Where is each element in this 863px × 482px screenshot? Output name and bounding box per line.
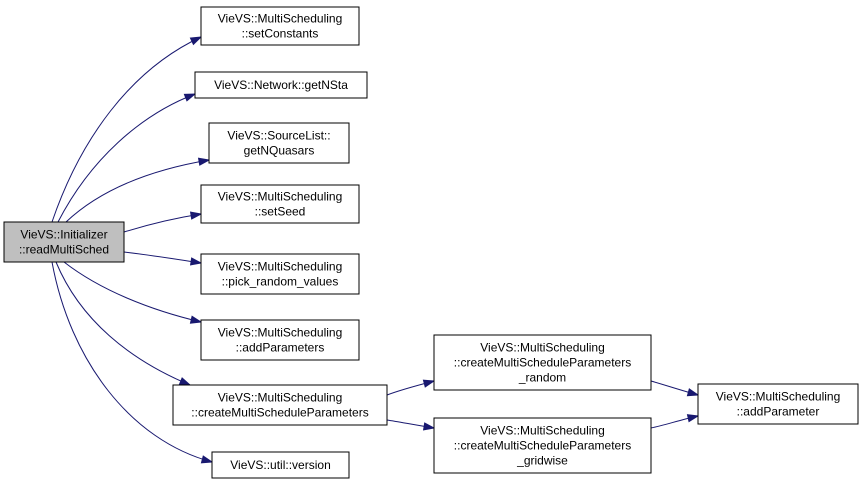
node-label-line: ::addParameters [236, 341, 325, 355]
arrowhead-icon [686, 414, 700, 423]
edge-line [123, 251, 202, 264]
node-createGridwise[interactable]: VieVS::MultiScheduling::createMultiSched… [433, 417, 652, 474]
edge-root-to-getNQuasars [65, 157, 211, 223]
node-label-line: ::pick_random_values [222, 275, 339, 289]
node-label-line: ::createMultiScheduleParameters [454, 439, 631, 453]
node-setConstants[interactable]: VieVS::MultiScheduling::setConstants [200, 6, 360, 46]
node-box [3, 221, 125, 263]
node-label-line: ::createMultiScheduleParameters [454, 356, 631, 370]
node-box [433, 417, 652, 474]
node-label-line: VieVS::MultiScheduling [218, 391, 343, 405]
node-label-line: VieVS::MultiScheduling [218, 260, 343, 274]
node-label-line: VieVS::MultiScheduling [218, 190, 343, 204]
node-box [211, 451, 350, 479]
node-label-line: ::readMultiSched [19, 243, 109, 257]
arrowhead-icon [183, 93, 197, 102]
edge-line [51, 36, 202, 223]
node-version[interactable]: VieVS::util::version [211, 451, 350, 479]
node-createRandom[interactable]: VieVS::MultiScheduling::createMultiSched… [433, 334, 652, 391]
edge-root-to-setConstants [51, 36, 203, 223]
edge-line [65, 159, 210, 223]
node-label-line: ::setSeed [255, 205, 306, 219]
node-addParameters[interactable]: VieVS::MultiScheduling::addParameters [200, 319, 360, 361]
edges-layer [51, 36, 700, 464]
arrowhead-icon [422, 379, 436, 388]
node-label-line: VieVS::MultiScheduling [480, 341, 605, 355]
edge-root-to-createMSP [55, 261, 192, 386]
edge-line [57, 93, 196, 223]
node-box [208, 122, 350, 164]
node-box [200, 253, 360, 295]
node-label-line: VieVS::SourceList:: [227, 129, 330, 143]
edge-line [63, 261, 202, 323]
arrowhead-icon [189, 211, 203, 220]
edge-createGridwise-to-addParameter [650, 414, 700, 429]
node-label-line: VieVS::Initializer [20, 228, 107, 242]
node-label-line: VieVS::MultiScheduling [218, 326, 343, 340]
edge-root-to-version [51, 261, 214, 464]
node-box [433, 334, 652, 391]
node-box [172, 384, 388, 426]
edge-root-to-getNSta [57, 93, 197, 223]
arrowhead-icon [422, 422, 436, 431]
node-label-line: _random [518, 371, 566, 385]
edge-root-to-pickRandom [123, 251, 203, 266]
nodes-layer: VieVS::Initializer::readMultiSchedVieVS:… [3, 6, 859, 479]
node-box [200, 184, 360, 224]
arrowhead-icon [686, 388, 700, 397]
node-label-line: VieVS::util::version [230, 458, 331, 472]
node-pickRandom[interactable]: VieVS::MultiScheduling::pick_random_valu… [200, 253, 360, 295]
node-box [194, 71, 368, 99]
node-label-line: ::addParameter [737, 405, 820, 419]
node-box [697, 383, 859, 425]
arrowhead-icon [200, 455, 214, 464]
node-box [200, 319, 360, 361]
arrowhead-icon [189, 36, 203, 46]
edge-line [55, 261, 191, 386]
edge-createMSP-to-createGridwise [386, 419, 436, 431]
node-addParameter[interactable]: VieVS::MultiScheduling::addParameter [697, 383, 859, 425]
edge-root-to-setSeed [123, 211, 203, 233]
node-label-line: VieVS::MultiScheduling [218, 12, 343, 26]
arrowhead-icon [197, 157, 211, 166]
node-label-line: ::setConstants [242, 27, 319, 41]
node-createMSP[interactable]: VieVS::MultiScheduling::createMultiSched… [172, 384, 388, 426]
arrowhead-icon [178, 377, 192, 386]
edge-createMSP-to-createRandom [386, 379, 436, 396]
node-label-line: VieVS::MultiScheduling [480, 424, 605, 438]
node-box [200, 6, 360, 46]
edge-root-to-addParameters [63, 261, 203, 324]
edge-createRandom-to-addParameter [650, 380, 700, 397]
edge-line [123, 213, 202, 233]
node-label-line: _gridwise [516, 454, 568, 468]
arrowhead-icon [189, 315, 203, 324]
node-getNSta[interactable]: VieVS::Network::getNSta [194, 71, 368, 99]
node-label-line: VieVS::MultiScheduling [716, 390, 841, 404]
node-root: VieVS::Initializer::readMultiSched [3, 221, 125, 263]
node-label-line: getNQuasars [244, 144, 315, 158]
node-getNQuasars[interactable]: VieVS::SourceList::getNQuasars [208, 122, 350, 164]
arrowhead-icon [189, 257, 203, 266]
node-label-line: ::createMultiScheduleParameters [191, 406, 368, 420]
node-setSeed[interactable]: VieVS::MultiScheduling::setSeed [200, 184, 360, 224]
node-label-line: VieVS::Network::getNSta [214, 78, 348, 92]
edge-line [51, 261, 213, 463]
